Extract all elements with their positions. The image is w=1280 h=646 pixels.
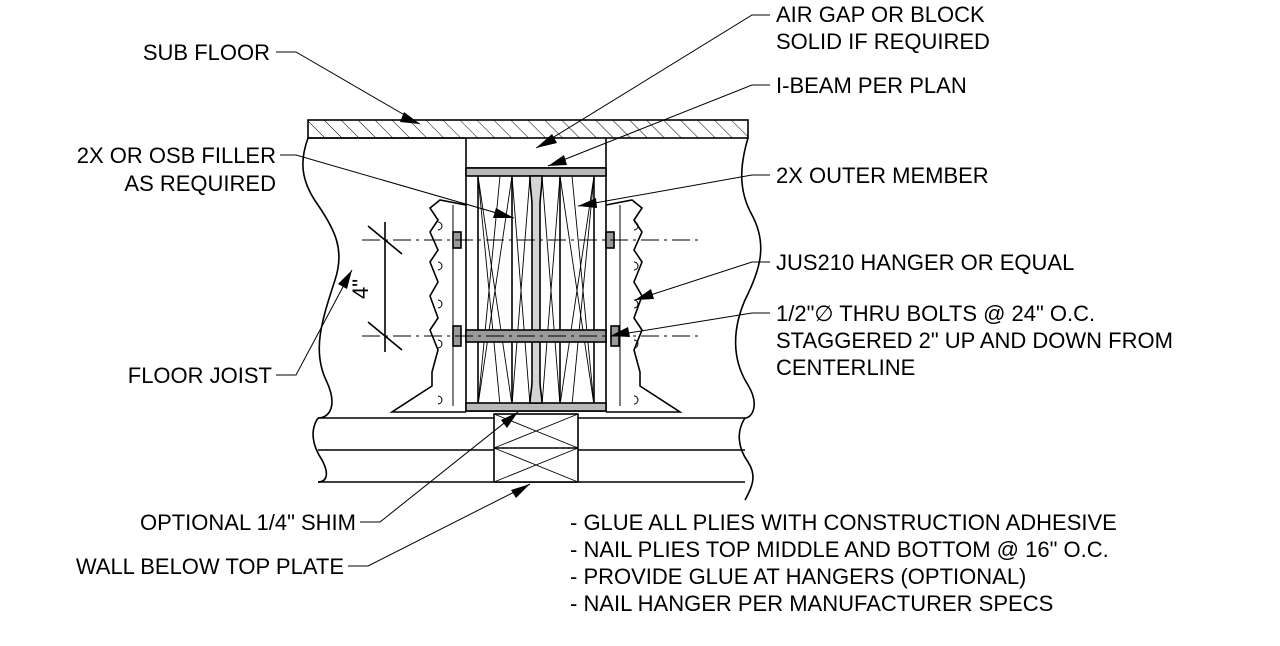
dimension-4in: 4" xyxy=(348,222,403,352)
label-bolts-1: 1/2"∅ THRU BOLTS @ 24" O.C. xyxy=(776,301,1095,326)
label-wall-plate: WALL BELOW TOP PLATE xyxy=(76,554,344,579)
label-air-gap-2: SOLID IF REQUIRED xyxy=(776,29,990,54)
outer-member-right xyxy=(559,175,595,406)
label-i-beam: I-BEAM PER PLAN xyxy=(776,73,967,98)
label-bolts-3: CENTERLINE xyxy=(776,355,915,380)
label-sub-floor: SUB FLOOR xyxy=(143,40,270,65)
general-notes: - GLUE ALL PLIES WITH CONSTRUCTION ADHES… xyxy=(570,510,1117,616)
filler-right xyxy=(541,175,561,406)
label-shim: OPTIONAL 1/4" SHIM xyxy=(140,510,356,535)
note-4: - NAIL HANGER PER MANUFACTURER SPECS xyxy=(570,591,1053,616)
label-hanger: JUS210 HANGER OR EQUAL xyxy=(776,250,1074,275)
note-2: - NAIL PLIES TOP MIDDLE AND BOTTOM @ 16"… xyxy=(570,537,1109,562)
sub-floor xyxy=(307,119,749,139)
i-beam xyxy=(465,167,607,412)
note-1: - GLUE ALL PLIES WITH CONSTRUCTION ADHES… xyxy=(570,510,1117,535)
label-floor-joist: FLOOR JOIST xyxy=(128,363,272,388)
callout-labels: SUB FLOOR AIR GAP OR BLOCK SOLID IF REQU… xyxy=(76,2,1173,579)
leader-lines xyxy=(276,14,770,567)
hanger-right xyxy=(605,199,683,413)
label-filler-1: 2X OR OSB FILLER xyxy=(77,143,276,168)
label-bolts-2: STAGGERED 2" UP AND DOWN FROM xyxy=(776,328,1173,353)
label-air-gap-1: AIR GAP OR BLOCK xyxy=(776,2,985,27)
optional-shim-block xyxy=(493,413,579,483)
beam-assembly xyxy=(452,167,620,412)
filler-left xyxy=(511,175,531,406)
label-outer-member: 2X OUTER MEMBER xyxy=(776,163,989,188)
dimension-label: 4" xyxy=(348,279,373,299)
floor-joist-right xyxy=(605,137,762,419)
note-3: - PROVIDE GLUE AT HANGERS (OPTIONAL) xyxy=(570,564,1026,589)
bolt-centerlines xyxy=(362,239,700,337)
floor-joist-left xyxy=(302,137,467,419)
label-filler-2: AS REQUIRED xyxy=(124,171,276,196)
